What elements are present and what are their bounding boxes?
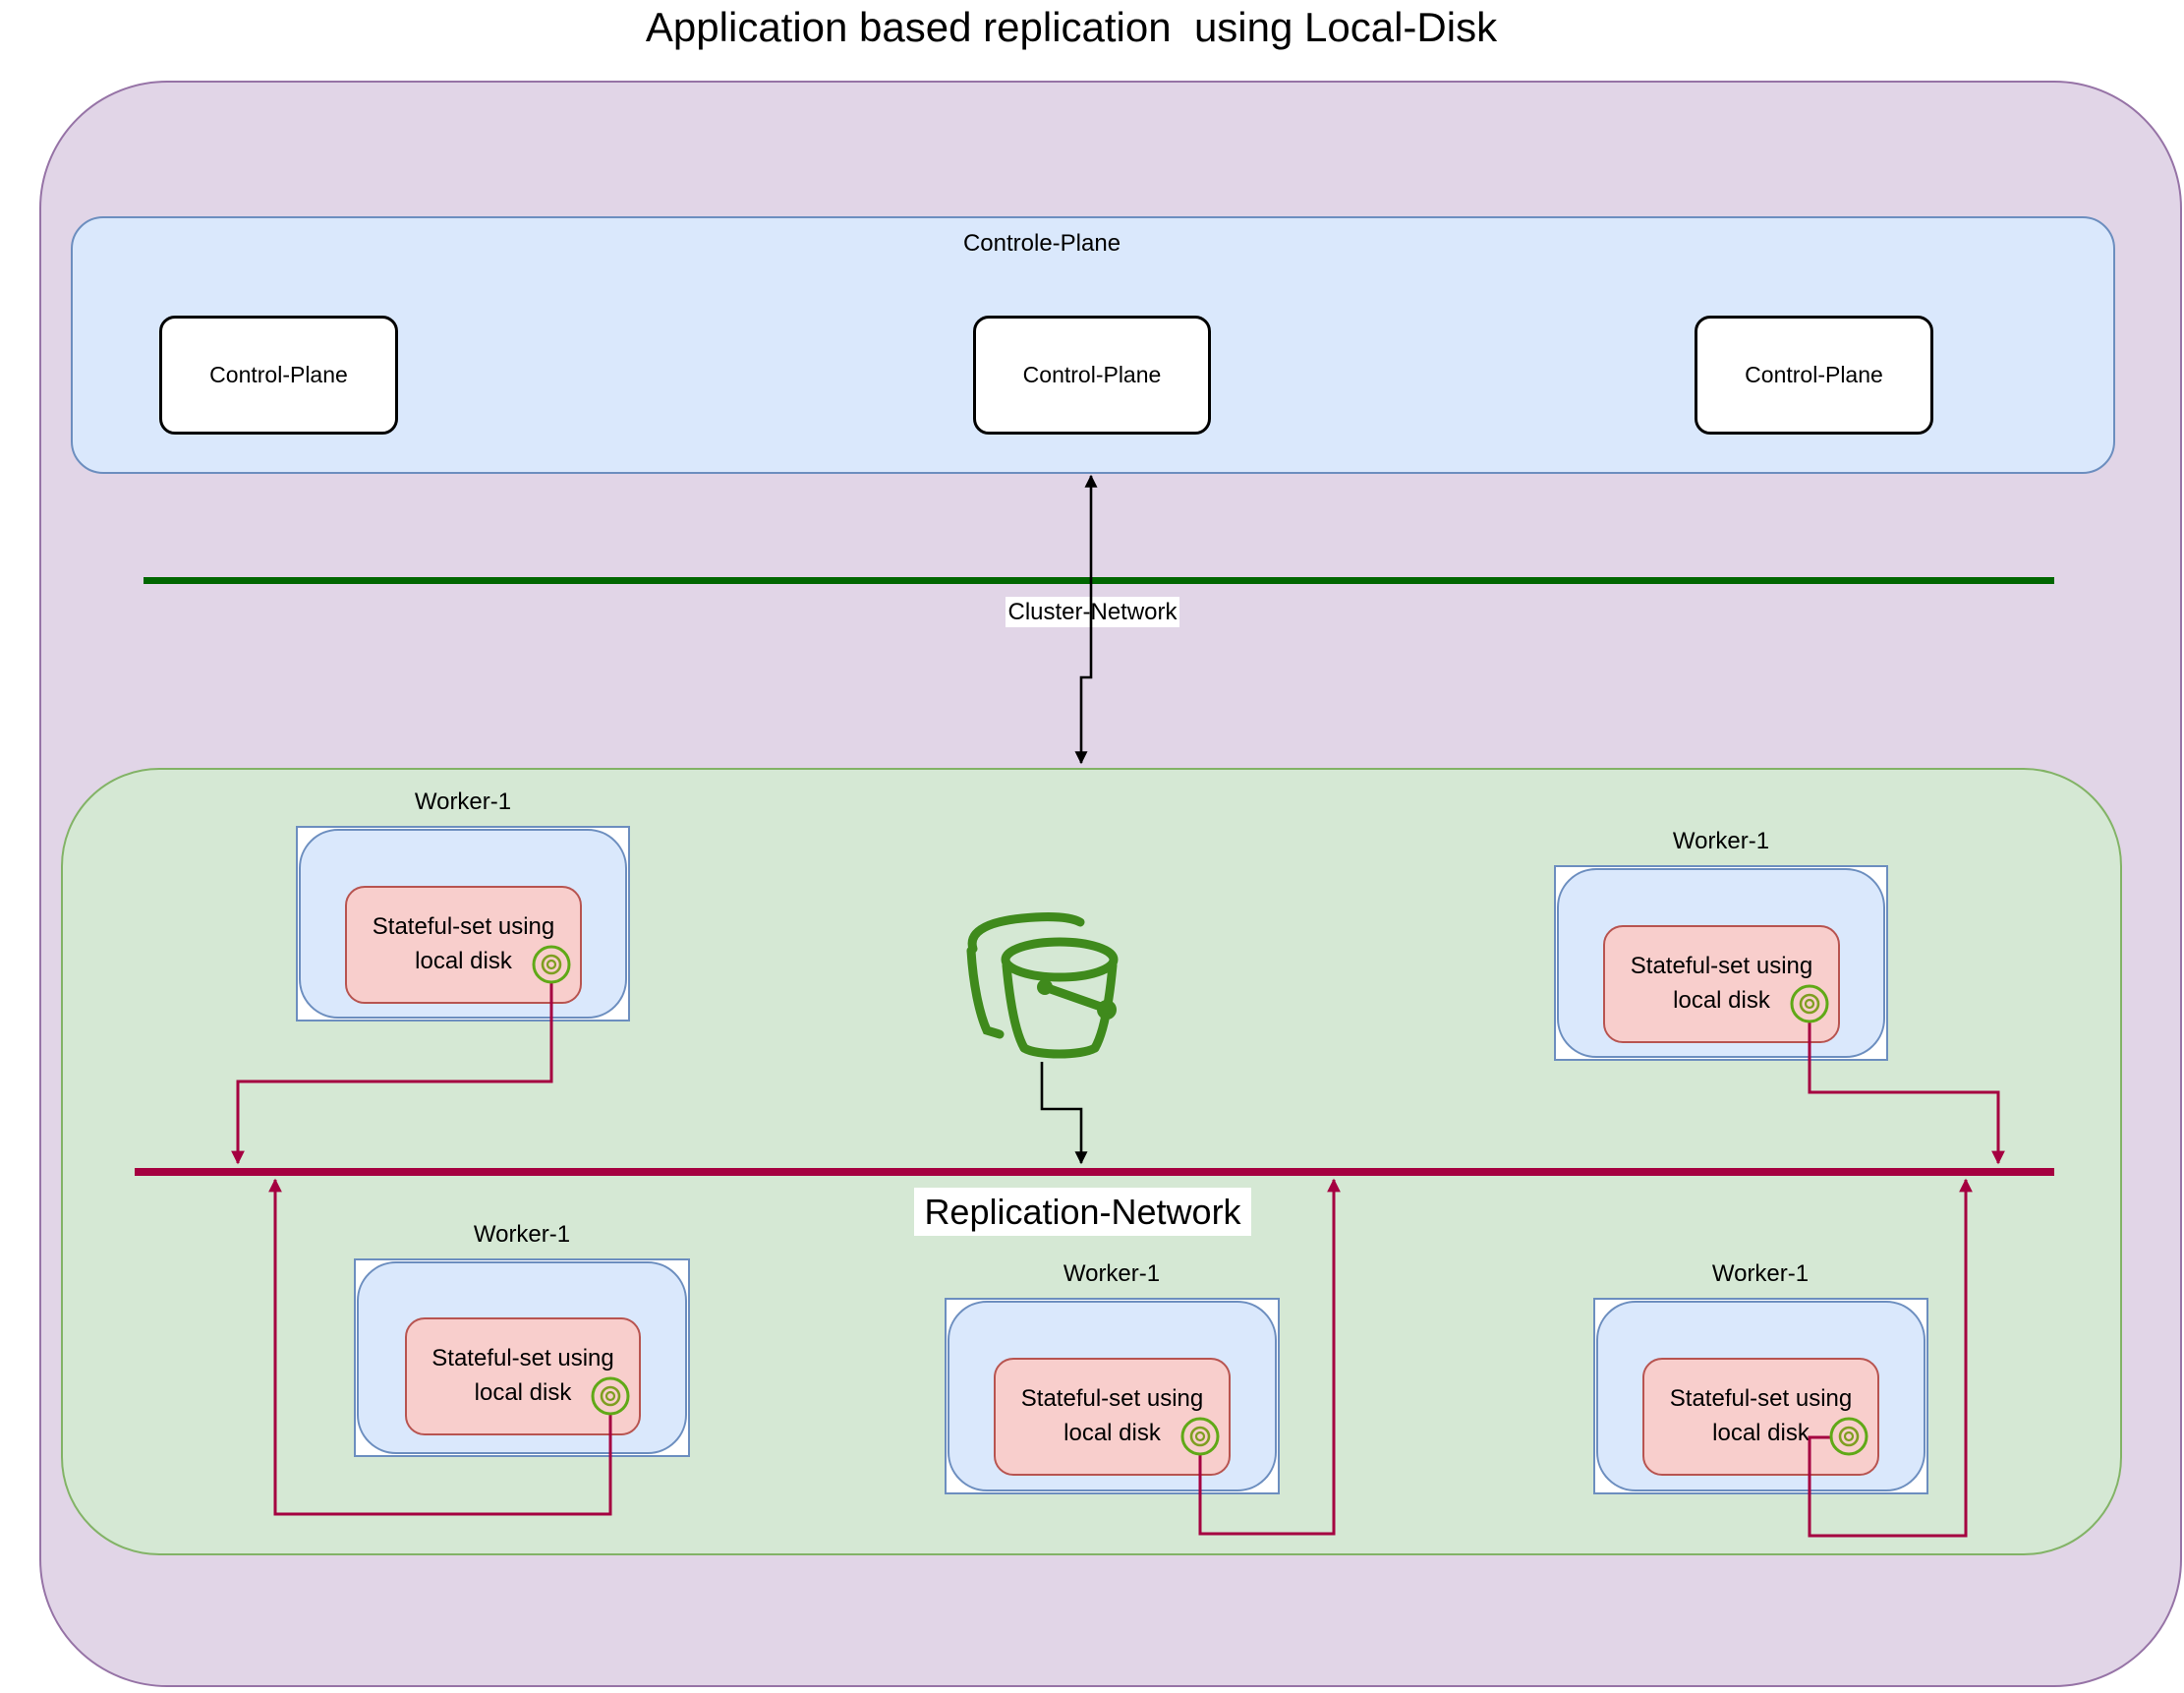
control-plane-node-2: Control-Plane: [973, 316, 1211, 435]
stateful-set-label: Stateful-set using local disk: [1630, 953, 1813, 1014]
stateful-set-box: Stateful-set using local disk: [345, 886, 582, 1004]
worker-label: Worker-1: [1711, 1260, 1810, 1287]
stateful-set-box: Stateful-set using local disk: [405, 1317, 641, 1435]
control-plane-node-3-label: Control-Plane: [1745, 362, 1883, 387]
worker-label: Worker-1: [1063, 1260, 1161, 1287]
worker-label: Worker-1: [473, 1221, 571, 1248]
stateful-set-label: Stateful-set using local disk: [1020, 1385, 1204, 1446]
replication-network-line: [135, 1168, 2054, 1176]
replication-network-label: Replication-Network: [914, 1188, 1251, 1236]
control-plane-node-3: Control-Plane: [1695, 316, 1933, 435]
cluster-network-label: Cluster-Network: [1006, 597, 1179, 627]
diagram-title: Application based replication using Loca…: [645, 4, 1498, 50]
worker-label: Worker-1: [414, 788, 512, 815]
stateful-set-box: Stateful-set using local disk: [1642, 1358, 1879, 1476]
control-plane-node-1-label: Control-Plane: [209, 362, 348, 387]
stateful-set-box: Stateful-set using local disk: [994, 1358, 1231, 1476]
control-plane-node-2-label: Control-Plane: [1022, 362, 1162, 387]
cluster-network-line: [144, 577, 2054, 584]
control-plane-section-label: Controle-Plane: [962, 230, 1121, 257]
stateful-set-label: Stateful-set using local disk: [431, 1345, 614, 1406]
stateful-set-box: Stateful-set using local disk: [1603, 925, 1840, 1043]
control-plane-node-1: Control-Plane: [159, 316, 398, 435]
worker-label: Worker-1: [1672, 828, 1770, 854]
stateful-set-label: Stateful-set using local disk: [1669, 1385, 1853, 1446]
stateful-set-label: Stateful-set using local disk: [372, 913, 555, 974]
